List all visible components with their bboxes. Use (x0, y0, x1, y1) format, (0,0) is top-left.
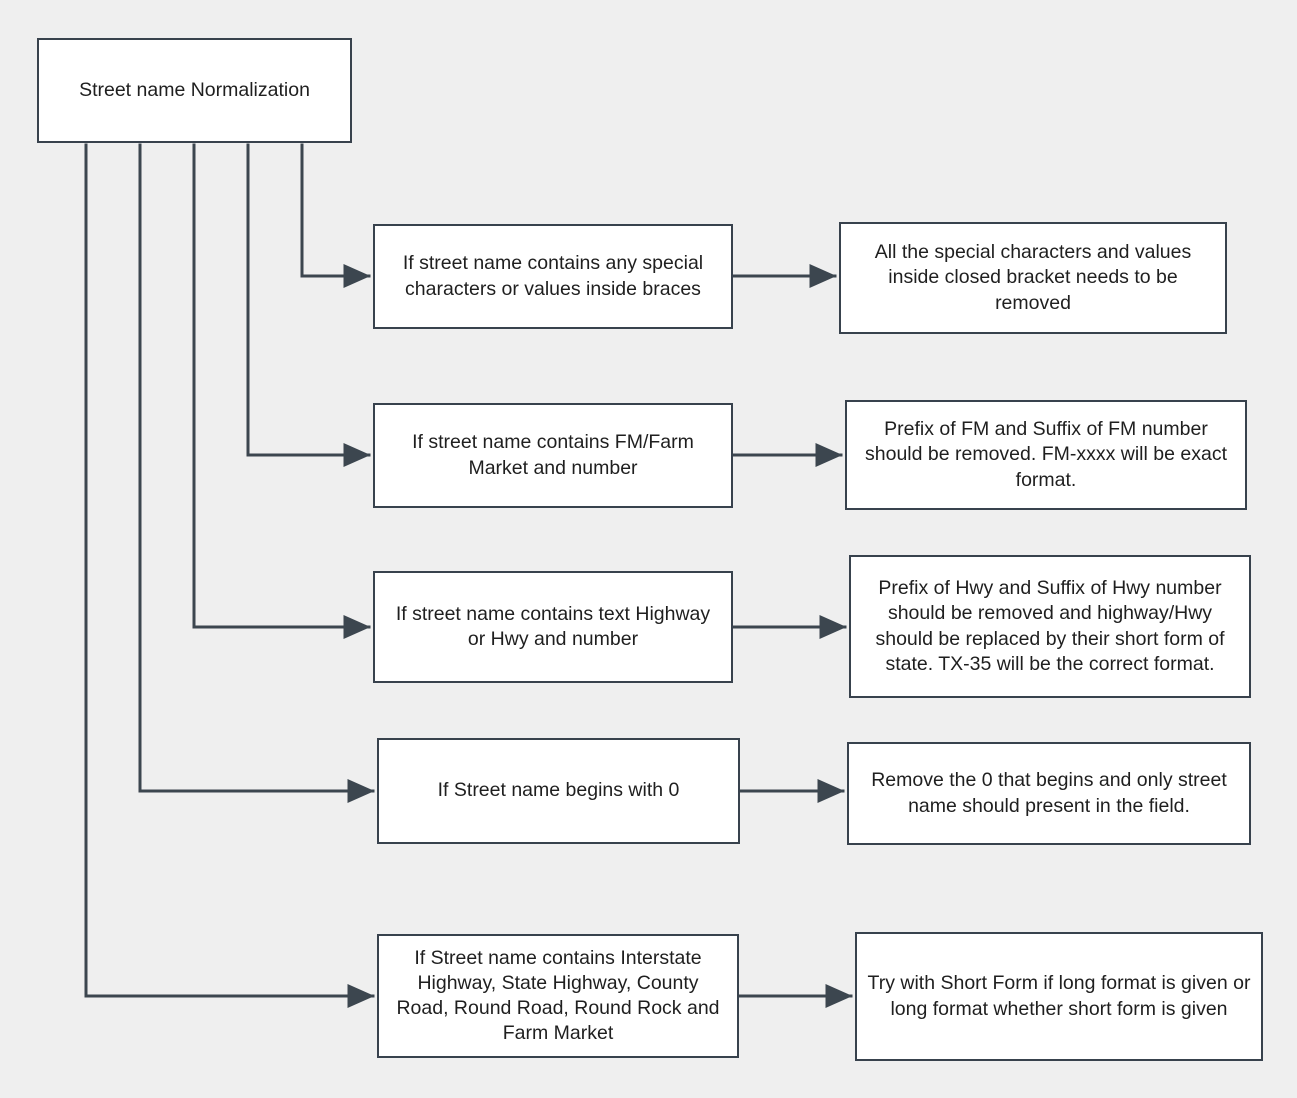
node-action-label: Remove the 0 that begins and only street… (871, 769, 1227, 817)
node-root-label: Street name Normalization (79, 78, 310, 101)
node-condition-label: If street name contains FM/Farm Market a… (412, 431, 694, 479)
node-action-label: All the special characters and values in… (874, 241, 1192, 314)
node-action-short-long-form[interactable]: Try with Short Form if long format is gi… (855, 932, 1263, 1061)
node-condition-interstate-state-county[interactable]: If Street name contains Interstate Highw… (377, 934, 739, 1058)
node-condition-special-characters[interactable]: If street name contains any special char… (373, 224, 733, 329)
node-action-hwy-prefix-suffix[interactable]: Prefix of Hwy and Suffix of Hwy number s… (849, 555, 1251, 698)
node-condition-label: If street name contains any special char… (402, 252, 704, 300)
node-condition-begins-with-zero[interactable]: If Street name begins with 0 (377, 738, 740, 844)
node-condition-fm-farm-market[interactable]: If street name contains FM/Farm Market a… (373, 403, 733, 508)
node-condition-highway-hwy[interactable]: If street name contains text Highway or … (373, 571, 733, 683)
node-action-remove-special-characters[interactable]: All the special characters and values in… (839, 222, 1227, 334)
node-action-fm-prefix-suffix[interactable]: Prefix of FM and Suffix of FM number sho… (845, 400, 1247, 510)
connector-root-to-row-5 (84, 143, 375, 1008)
connector-root-to-row-4 (138, 143, 375, 803)
connector-root-to-row-3 (192, 143, 371, 639)
connector-root-to-row-1 (300, 143, 371, 288)
node-condition-label: If Street name begins with 0 (437, 779, 680, 802)
connector-root-to-row-2 (246, 143, 371, 467)
node-root-street-name-normalization[interactable]: Street name Normalization (37, 38, 352, 143)
node-action-label: Try with Short Form if long format is gi… (867, 972, 1251, 1020)
node-condition-label: If Street name contains Interstate Highw… (396, 946, 720, 1045)
node-action-label: Prefix of Hwy and Suffix of Hwy number s… (875, 577, 1225, 675)
node-action-remove-leading-zero[interactable]: Remove the 0 that begins and only street… (847, 742, 1251, 845)
node-condition-label: If street name contains text Highway or … (395, 602, 711, 650)
node-action-label: Prefix of FM and Suffix of FM number sho… (865, 418, 1227, 491)
